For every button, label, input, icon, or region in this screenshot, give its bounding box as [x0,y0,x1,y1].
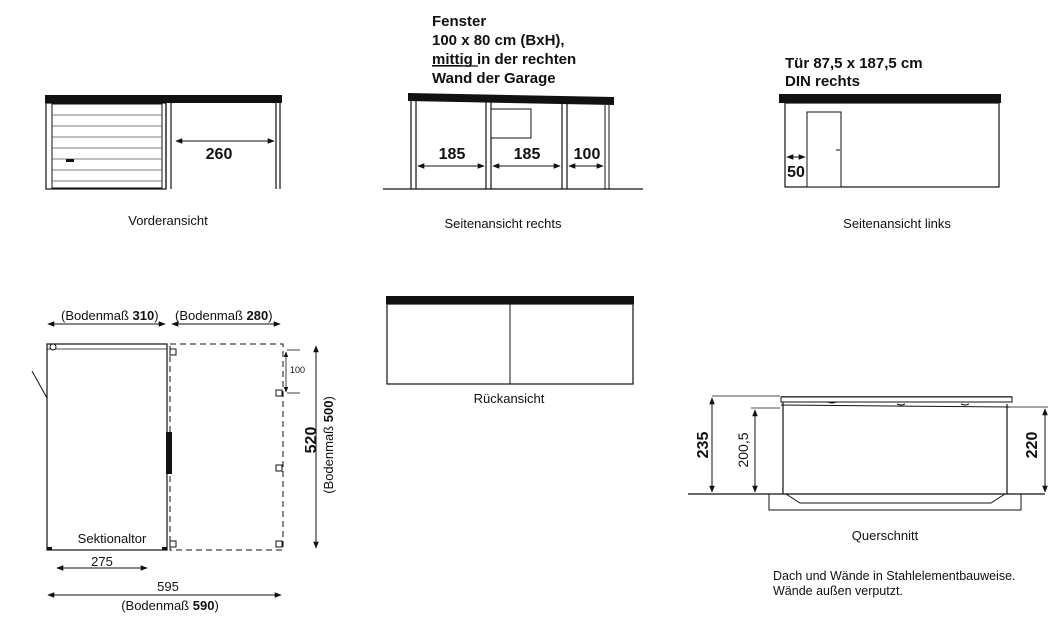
front-view: 260 Vorderansicht [45,95,282,228]
front-view-caption: Vorderansicht [128,213,208,228]
garage-outline [46,343,168,551]
floor-plan: (Bodenmaß 310) (Bodenmaß 280) 100 520 (B… [31,308,336,613]
section-dim-right: 220 [1024,432,1041,459]
carport-post [275,540,283,548]
carport-outline [169,343,284,551]
side-left-roof [779,94,1001,103]
side-right-roof [408,93,614,105]
floor-depth-floor: (Bodenmaß 500) [321,396,336,494]
connecting-door [166,432,172,474]
rear-view-caption: Rückansicht [474,391,545,406]
sectional-door-label: Sektionaltor [78,531,147,546]
section-foundation [768,493,1022,511]
cross-section: 235 200,5 220 Querschnitt [688,395,1048,543]
floor-top-right-dim: (Bodenmaß 280) [175,308,273,323]
front-roof [45,95,282,103]
door-note-line1: Tür 87,5 x 187,5 cm [785,55,923,72]
window-note-line1: Fenster [432,13,486,30]
carport-post [169,540,177,548]
side-left-dim: 50 [787,164,805,181]
floor-total-width: 595 [157,579,179,594]
side-right-dim-1: 185 [439,146,466,163]
note-line1: Dach und Wände in Stahlelementbauweise. [773,569,1016,583]
side-window [490,108,532,139]
side-view-right: Fenster 100 x 80 cm (BxH), mittig in der… [383,13,643,231]
rear-roof [386,296,634,304]
section-dim-left: 235 [695,432,712,459]
side-door [806,111,842,188]
downpipe [49,343,57,351]
section-dim-inner: 200,5 [735,432,751,467]
side-right-dim-3: 100 [574,146,601,163]
floor-dim-100: 100 [290,365,305,375]
window-note-line2: 100 x 80 cm (BxH), [432,32,565,49]
carport-post [275,464,283,472]
door-handle [66,159,74,162]
side-right-dim-2: 185 [514,146,541,163]
carport-post [275,389,283,397]
rear-view: Rückansicht [386,296,634,406]
floor-depth-dim: 520 [303,427,320,454]
sectional-door [51,103,163,189]
front-width-dim: 260 [206,146,233,163]
side-view-left: Tür 87,5 x 187,5 cm DIN rechts 50 Seiten… [779,55,1001,231]
floor-total-floor: (Bodenmaß 590) [121,598,219,613]
floor-dim-275: 275 [91,554,113,569]
side-left-caption: Seitenansicht links [843,216,951,231]
window-note-line4: Wand der Garage [432,70,556,87]
construction-notes: Dach und Wände in Stahlelementbauweise. … [773,569,1016,598]
window-note-line3: mittig in der rechten [432,51,576,68]
side-door-swing [31,370,48,399]
carport-post [169,348,177,356]
cross-section-caption: Querschnitt [852,528,919,543]
side-right-caption: Seitenansicht rechts [444,216,562,231]
door-note-line2: DIN rechts [785,73,860,90]
floor-top-left-dim: (Bodenmaß 310) [61,308,159,323]
note-line2: Wände außen verputzt. [773,584,903,598]
